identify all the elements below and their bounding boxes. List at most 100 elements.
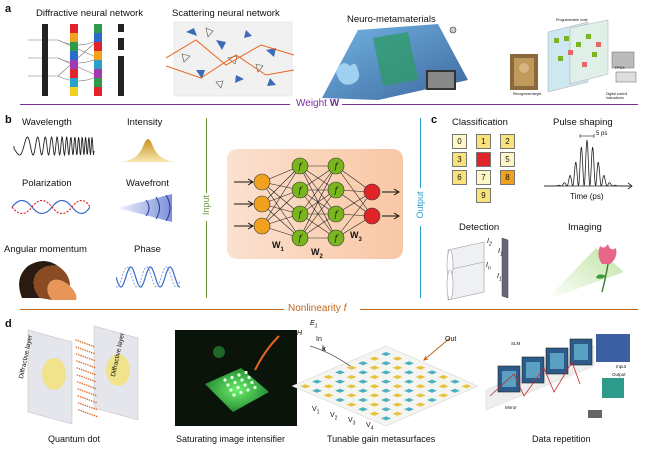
quantum-dot — [88, 392, 90, 394]
classification-grid: 0 1 2 3 4 5 6 7 8 9 — [452, 134, 518, 206]
metasurface-tile — [450, 388, 460, 393]
intensifier-spot — [223, 378, 227, 382]
metasurface-mark-e1-symbol: E — [310, 320, 315, 327]
metasurface-tile — [358, 370, 368, 375]
intensifier-spot — [253, 385, 257, 390]
metasurface-tile — [404, 398, 414, 402]
metasurface-tile — [369, 384, 380, 389]
metasurface-tile — [346, 393, 357, 398]
metasurface-tile — [346, 402, 357, 407]
nn-edge — [261, 181, 301, 239]
quantum-dot — [75, 353, 78, 355]
metasurface-tile — [381, 370, 391, 375]
digit-2: 2 — [500, 134, 515, 149]
metasurface-tile — [369, 365, 380, 370]
metasurface-tile — [404, 388, 414, 393]
metasurface-mark-v1-subscript: 1 — [316, 409, 320, 416]
metasurface-tile — [358, 379, 368, 384]
weight-2-label: W2 — [311, 247, 323, 260]
quantum-dot — [94, 380, 96, 383]
nn-input-arrow — [234, 178, 254, 186]
quantum-dot — [81, 375, 83, 378]
digit-3: 3 — [452, 152, 467, 167]
quantum-dot — [81, 382, 83, 385]
quantum-dot — [86, 357, 89, 359]
metasurface-tile — [438, 375, 449, 379]
data-repetition-mark-slm: SLM — [511, 341, 521, 346]
weight-label-symbol: W — [329, 98, 340, 109]
metasurface-tile — [369, 402, 380, 407]
metasurface-tile — [427, 398, 437, 402]
quantum-dot — [80, 410, 82, 412]
input-wavelength-label: Wavelength — [22, 117, 72, 128]
quantum-dot — [86, 343, 88, 345]
metasurface-tile — [392, 402, 403, 407]
quantum-dot — [89, 365, 91, 367]
metasurface-tile — [369, 393, 380, 398]
quantum-dot — [84, 363, 87, 365]
nn-node-function-label: f — [334, 234, 340, 243]
quantum-dot — [78, 354, 80, 356]
quantum-dot — [94, 373, 96, 376]
detection-mark-4-symbol: I — [497, 273, 499, 280]
nn-edge — [299, 165, 337, 239]
quantum-dot — [89, 413, 91, 415]
metasurface-tile — [415, 365, 426, 370]
intensifier-spot — [237, 373, 241, 377]
metasurface-tile — [335, 388, 345, 393]
metasurface-tile — [450, 379, 460, 384]
quantum-dot — [95, 408, 98, 411]
label-programmable-node: Programmable node — [556, 18, 588, 22]
quantum-dot — [82, 362, 85, 365]
input-axis-label: Input — [201, 194, 211, 216]
quantum-dot — [91, 407, 93, 409]
nn-node — [363, 183, 381, 201]
data-repetition-mark-mirror: Mirror — [505, 405, 517, 410]
nn-edge — [299, 189, 337, 239]
digit-1: 1 — [476, 134, 491, 149]
detection-title: Detection — [459, 222, 500, 233]
metasurface-mark-e1-subscript: 1 — [314, 323, 318, 330]
nn-node — [291, 157, 309, 175]
pulse-time-axis-label: Time (ps) — [570, 192, 604, 201]
nn-node-function-label: f — [334, 162, 340, 171]
weight-separator-right — [342, 104, 638, 105]
slm-pattern — [550, 353, 564, 369]
quantum-dot — [83, 390, 86, 393]
quantum-dot — [87, 364, 89, 366]
quantum-dot — [95, 401, 97, 404]
quantum-dot — [90, 400, 93, 402]
metasurface-tile — [392, 356, 403, 361]
input-wavefront-label: Wavefront — [126, 178, 169, 189]
metasurface-tile — [358, 361, 368, 366]
nn-node — [253, 173, 271, 191]
quantum-dot — [83, 376, 85, 379]
quantum-dot — [89, 372, 92, 374]
data-repetition-mark-output: Output — [612, 372, 626, 377]
metasurface-tile — [392, 365, 403, 370]
weight-2-subscript: 2 — [319, 253, 323, 260]
nn-node — [327, 205, 345, 223]
metasurface-mark-v1-symbol: V — [312, 406, 317, 413]
nn-node — [327, 157, 345, 175]
metasurface-tile — [358, 398, 368, 402]
quantum-dot — [87, 371, 89, 373]
metasurface-mark-out: Out — [445, 336, 457, 343]
quantum-dot — [84, 397, 86, 400]
nn-input-arrow — [234, 222, 254, 230]
weight-2-symbol: W — [311, 247, 320, 257]
nn-node-function-label: f — [298, 210, 304, 219]
metasurface-tile — [323, 384, 334, 389]
intensifier-spot — [250, 380, 254, 385]
quantum-dot — [78, 409, 80, 411]
metasurface-mark-v2-subscript: 2 — [334, 415, 338, 422]
data-repetition-mark-input: Input — [616, 364, 627, 369]
quantum-dot — [77, 388, 79, 390]
quantum-dot — [83, 369, 85, 372]
digit-7: 7 — [476, 170, 491, 185]
quantum-dot — [91, 414, 93, 416]
imaging-title: Imaging — [568, 222, 602, 233]
quantum-dot — [84, 411, 87, 414]
scattering-network-illustration — [166, 20, 296, 100]
nn-node — [291, 229, 309, 247]
